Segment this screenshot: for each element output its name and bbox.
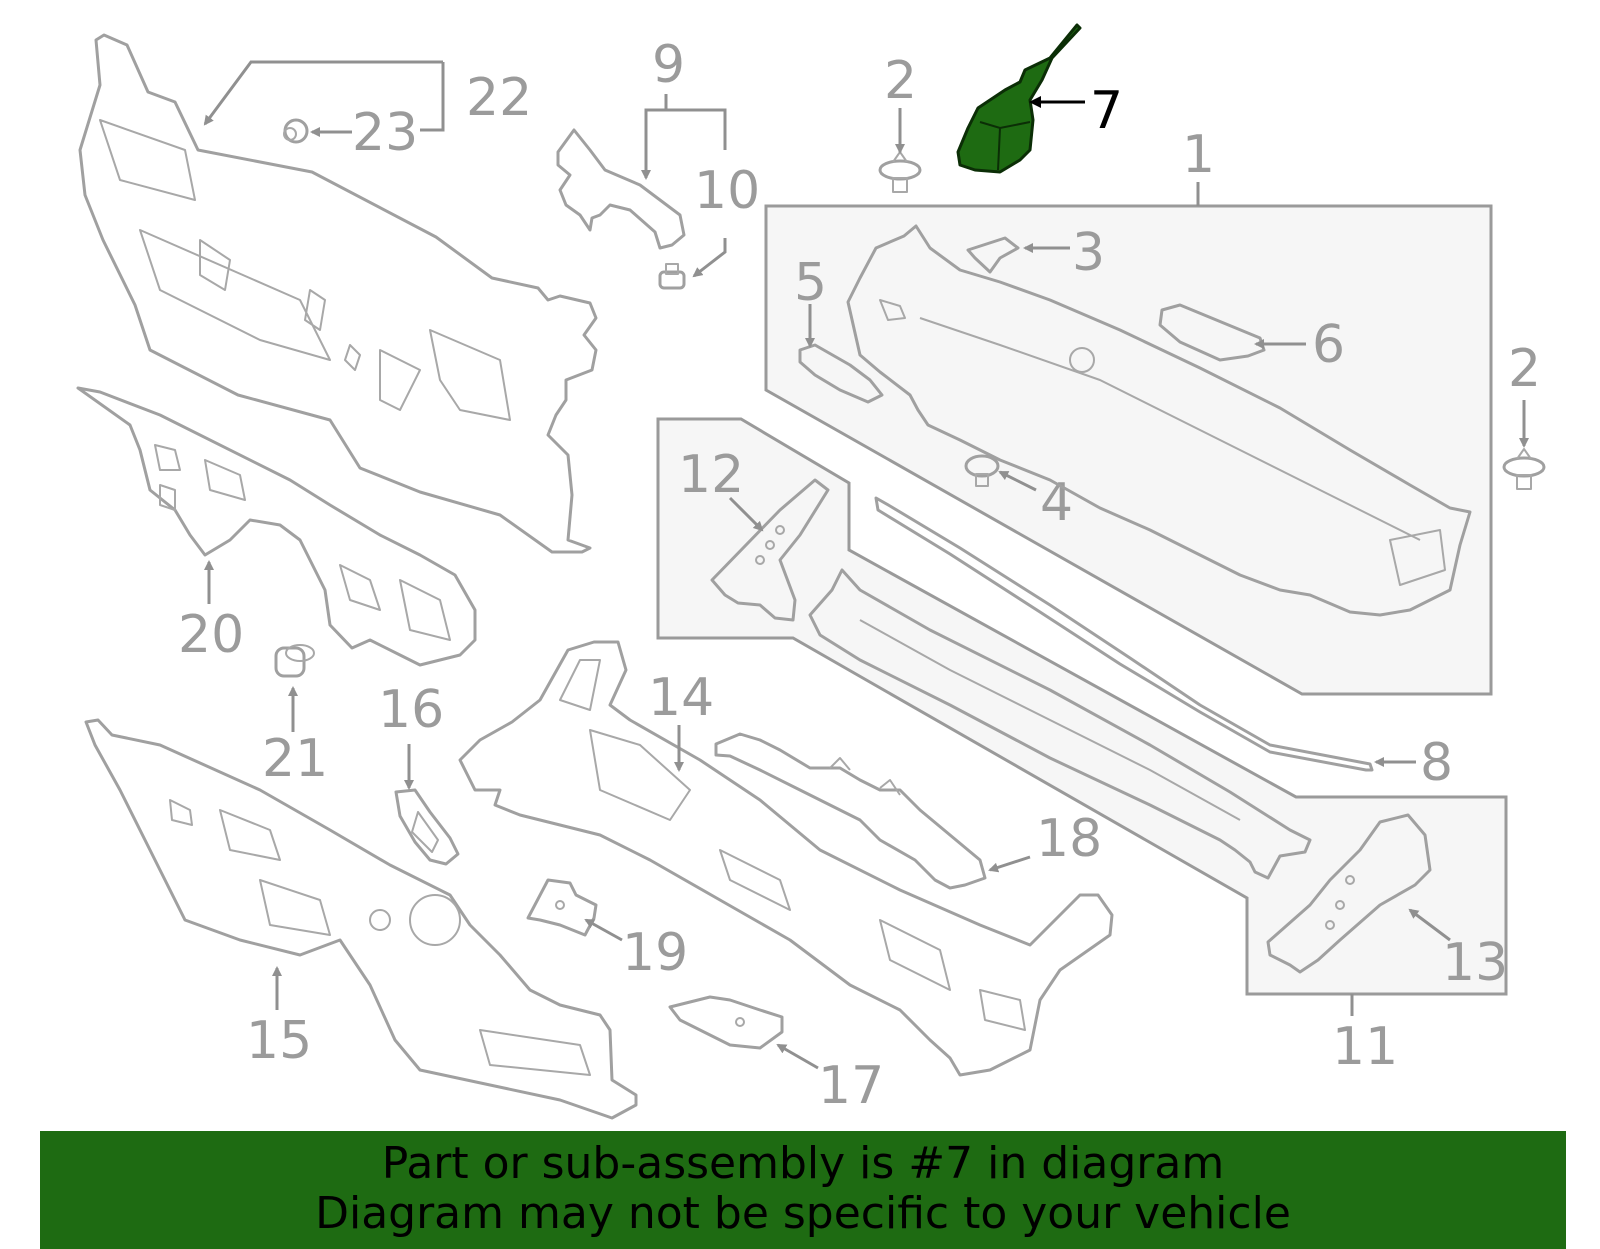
- leader-4: [998, 470, 1037, 492]
- leader-18: [988, 855, 1031, 873]
- leader-9: [641, 94, 668, 180]
- leader-17: [776, 1043, 819, 1070]
- callout-18: 18: [1036, 809, 1102, 869]
- callout-2-top: 2: [884, 51, 917, 111]
- callout-16: 16: [378, 680, 444, 740]
- callout-6: 6: [1312, 315, 1345, 375]
- callout-2-right: 2: [1508, 339, 1541, 399]
- callout-15: 15: [246, 1011, 312, 1071]
- part-21-plug: [274, 644, 315, 678]
- callout-5: 5: [794, 253, 827, 313]
- part-5-seal: [798, 343, 884, 404]
- callout-22: 22: [466, 68, 532, 128]
- part-2-clip-right: [1502, 448, 1546, 490]
- callout-8: 8: [1420, 733, 1453, 793]
- callout-12: 12: [678, 445, 744, 505]
- part-12-bracket: [710, 478, 830, 622]
- banner-line-2: Diagram may not be specific to your vehi…: [315, 1188, 1291, 1239]
- part-15-dash-panel: [84, 718, 638, 1120]
- leader-10: [692, 238, 727, 278]
- part-2-clip-top: [878, 151, 922, 193]
- callout-19: 19: [622, 923, 688, 983]
- part-7-highlighted: [956, 23, 1082, 174]
- part-3-clip: [966, 236, 1020, 274]
- callout-13: 13: [1442, 933, 1508, 993]
- part-17-bracket: [668, 995, 784, 1050]
- callout-7: 7: [1090, 81, 1123, 141]
- callout-3: 3: [1072, 223, 1105, 283]
- part-19-bracket: [526, 878, 598, 937]
- part-18-bracket: [714, 732, 987, 890]
- part-1-cowl-top: [846, 224, 1472, 617]
- leader-9-bracket: [666, 108, 727, 150]
- leader-22: [203, 60, 443, 126]
- part-4-plug: [964, 454, 1000, 487]
- callout-10: 10: [694, 161, 760, 221]
- part-8-strip: [874, 496, 1374, 772]
- part-22-dash-insulator: [78, 33, 598, 554]
- leader-19: [584, 918, 623, 942]
- callout-14: 14: [648, 668, 714, 728]
- leader-22-bracket: [420, 62, 445, 132]
- part-9-bracket: [556, 128, 686, 250]
- part-14-cowl-panel: [458, 640, 1114, 1077]
- part-13-bracket: [1266, 813, 1432, 974]
- part-11-cowl-lower: [808, 568, 1312, 880]
- callout-11: 11: [1332, 1017, 1398, 1077]
- leader-12: [728, 496, 764, 532]
- callout-1: 1: [1182, 125, 1215, 185]
- callout-21: 21: [262, 729, 328, 789]
- part-6-seal: [1158, 303, 1266, 362]
- info-banner: Part or sub-assembly is #7 in diagram Di…: [40, 1131, 1566, 1249]
- callout-20: 20: [178, 605, 244, 665]
- part-10-nut: [658, 263, 686, 290]
- part-23-clip: [283, 118, 309, 144]
- callout-23: 23: [352, 103, 418, 163]
- callout-9: 9: [652, 35, 685, 95]
- leader-13: [1408, 908, 1451, 942]
- callout-17: 17: [818, 1056, 884, 1116]
- part-16-grommet: [394, 788, 460, 866]
- banner-line-1: Part or sub-assembly is #7 in diagram: [381, 1138, 1225, 1189]
- part-20-insulator: [76, 386, 477, 667]
